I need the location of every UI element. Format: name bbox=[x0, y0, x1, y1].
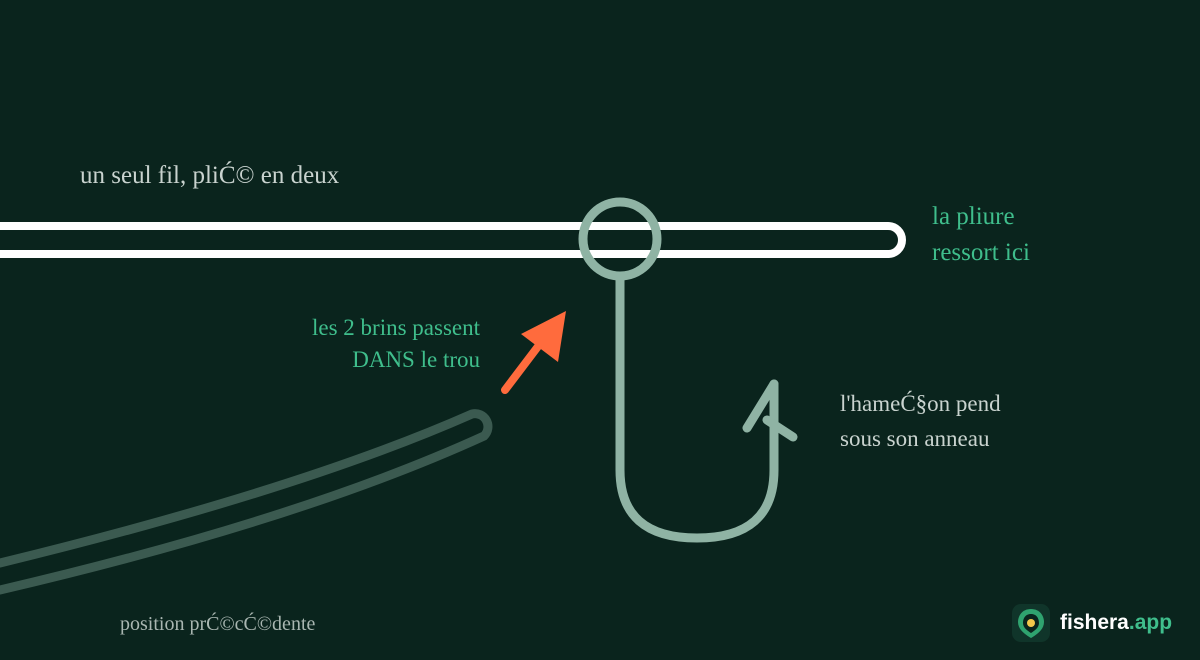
hook bbox=[578, 197, 798, 543]
fold-label: la pliure ressort ici bbox=[932, 203, 1030, 266]
previous-position-line bbox=[0, 409, 493, 595]
brand-watermark: fishera.app bbox=[1012, 603, 1172, 643]
previous-position-label: position prĆ©cĆ©dente bbox=[120, 613, 316, 635]
hook-shank bbox=[615, 271, 779, 543]
brand-name-main: fishera bbox=[1060, 611, 1129, 634]
single-line-label: un seul fil, pliĆ© en deux bbox=[80, 162, 340, 189]
brand-name-suffix: .app bbox=[1128, 611, 1173, 634]
hook-barb bbox=[742, 379, 798, 442]
hook-eye bbox=[578, 197, 662, 281]
hook-label: l'hameĆ§on pend sous son anneau bbox=[840, 391, 1001, 451]
fish-hook-logo-icon bbox=[1012, 604, 1050, 642]
folded-line bbox=[0, 222, 906, 258]
brand-name: fishera.app bbox=[1060, 611, 1172, 635]
insert-arrow bbox=[501, 311, 566, 394]
strands-label: les 2 brins passent DANS le trou bbox=[311, 315, 480, 372]
